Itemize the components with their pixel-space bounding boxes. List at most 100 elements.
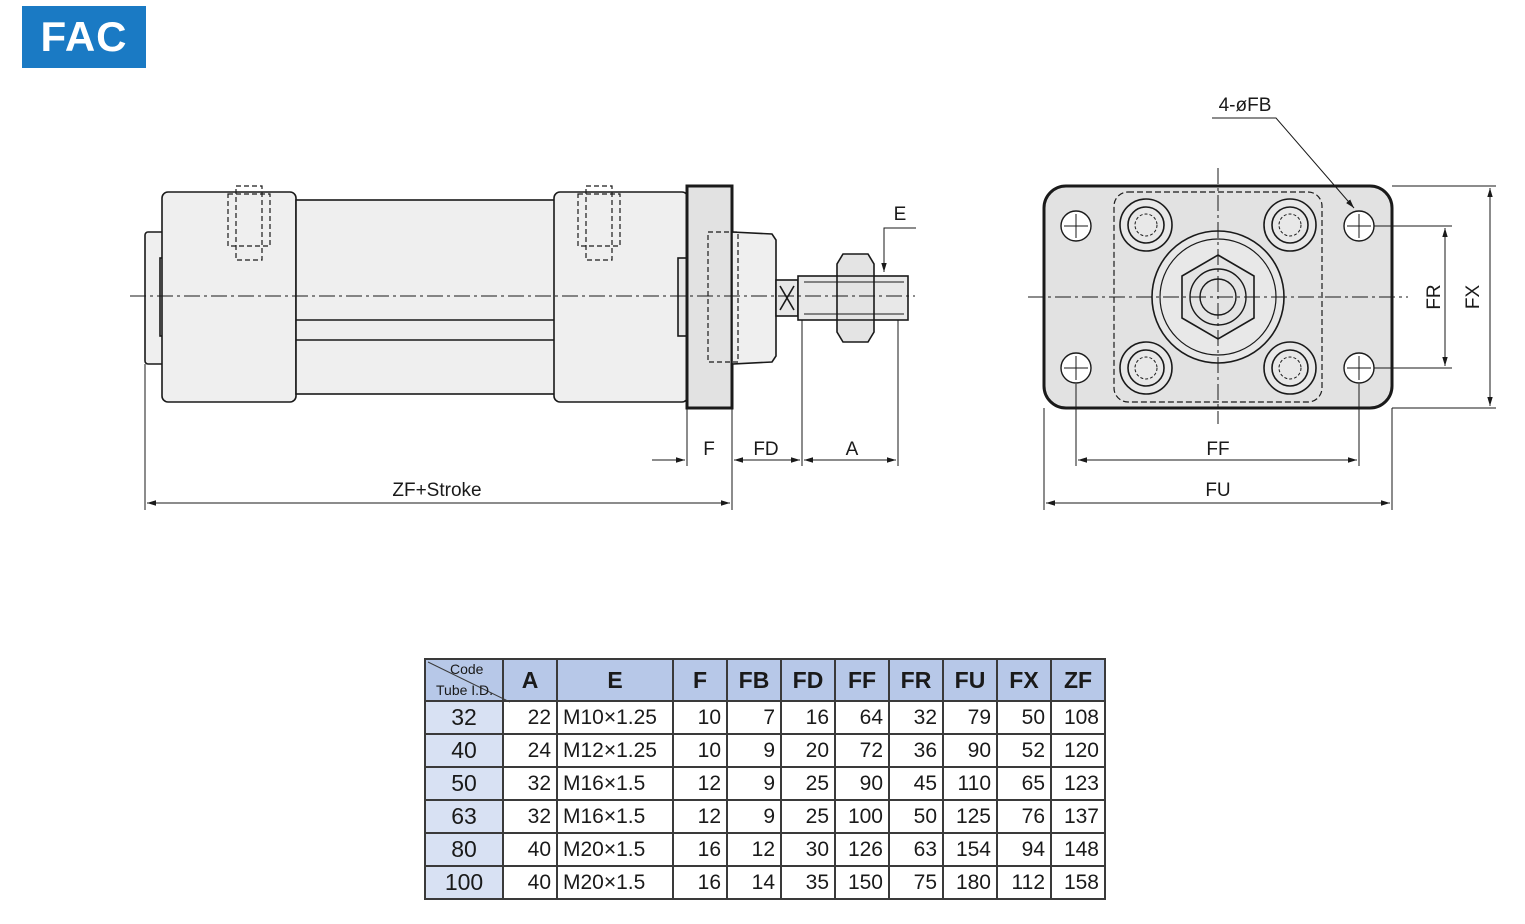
table-cell-zf: 158	[1050, 865, 1106, 900]
table-cell-fd: 20	[780, 733, 836, 768]
col-header-fr: FR	[888, 658, 944, 702]
table-cell-fb: 9	[726, 766, 782, 801]
rod-bushing	[731, 231, 777, 365]
table-cell-zf: 108	[1050, 700, 1106, 735]
table-cell-ff: 90	[834, 766, 890, 801]
table-cell-f: 12	[672, 766, 728, 801]
table-cell-a: 32	[502, 799, 558, 834]
table-cell-fx: 65	[996, 766, 1052, 801]
dim-fd-label: FD	[753, 439, 778, 460]
table-cell-fu: 125	[942, 799, 998, 834]
dim-ff-label: FF	[1206, 439, 1229, 460]
col-header-fu: FU	[942, 658, 998, 702]
table-cell-fr: 32	[888, 700, 944, 735]
dim-a-label: A	[846, 439, 859, 460]
dim-fr-label: FR	[1424, 284, 1445, 309]
table-cell-fb: 12	[726, 832, 782, 867]
table-cell-fb: 9	[726, 799, 782, 834]
tube-id-cell: 100	[424, 865, 504, 900]
tube-id-cell: 50	[424, 766, 504, 801]
col-header-fd: FD	[780, 658, 836, 702]
table-cell-fr: 75	[888, 865, 944, 900]
dim-f-label: F	[703, 439, 715, 460]
tube-id-cell: 63	[424, 799, 504, 834]
dim-e-label: E	[894, 204, 907, 225]
tube-id-cell: 40	[424, 733, 504, 768]
table-cell-ff: 64	[834, 700, 890, 735]
table-cell-fd: 35	[780, 865, 836, 900]
table-cell-zf: 137	[1050, 799, 1106, 834]
table-cell-fx: 76	[996, 799, 1052, 834]
table-cell-a: 40	[502, 865, 558, 900]
table-cell-zf: 120	[1050, 733, 1106, 768]
table-cell-fu: 110	[942, 766, 998, 801]
table-cell-a: 32	[502, 766, 558, 801]
col-header-zf: ZF	[1050, 658, 1106, 702]
table-cell-e: M20×1.5	[556, 865, 674, 900]
table-cell-fu: 79	[942, 700, 998, 735]
table-cell-f: 16	[672, 865, 728, 900]
table-cell-fx: 94	[996, 832, 1052, 867]
dim-fu-label: FU	[1205, 480, 1230, 501]
front-view	[1028, 168, 1408, 424]
tube-id-cell: 80	[424, 832, 504, 867]
table-cell-a: 22	[502, 700, 558, 735]
table-cell-fr: 63	[888, 832, 944, 867]
table-cell-fd: 16	[780, 700, 836, 735]
table-cell-fu: 180	[942, 865, 998, 900]
front-cover	[553, 191, 689, 403]
dimension-table: Code Tube I.D. A E F FB FD FF FR FU FX Z…	[424, 658, 1106, 900]
corner-code: Code	[450, 661, 484, 677]
table-cell-a: 40	[502, 832, 558, 867]
dim-fx-label: FX	[1463, 285, 1484, 310]
table-cell-f: 16	[672, 832, 728, 867]
side-view	[144, 184, 909, 410]
table-cell-fb: 9	[726, 733, 782, 768]
table-cell-fr: 45	[888, 766, 944, 801]
table-cell-fr: 36	[888, 733, 944, 768]
col-header-ff: FF	[834, 658, 890, 702]
table-cell-e: M16×1.5	[556, 799, 674, 834]
table-cell-e: M10×1.25	[556, 700, 674, 735]
col-header-fb: FB	[726, 658, 782, 702]
table-cell-zf: 123	[1050, 766, 1106, 801]
table-cell-fu: 90	[942, 733, 998, 768]
table-cell-fb: 14	[726, 865, 782, 900]
col-header-fx: FX	[996, 658, 1052, 702]
table-cell-fd: 30	[780, 832, 836, 867]
table-cell-fb: 7	[726, 700, 782, 735]
table-cell-fr: 50	[888, 799, 944, 834]
col-header-a: A	[502, 658, 558, 702]
table-cell-fd: 25	[780, 766, 836, 801]
table-cell-f: 10	[672, 700, 728, 735]
table-cell-ff: 126	[834, 832, 890, 867]
tube-id-cell: 32	[424, 700, 504, 735]
table-cell-fd: 25	[780, 799, 836, 834]
rod-nut	[836, 253, 875, 343]
table-cell-fx: 112	[996, 865, 1052, 900]
table-cell-f: 10	[672, 733, 728, 768]
table-cell-ff: 72	[834, 733, 890, 768]
rear-cover	[161, 191, 297, 403]
table-cell-e: M20×1.5	[556, 832, 674, 867]
table-cell-a: 24	[502, 733, 558, 768]
table-cell-ff: 150	[834, 865, 890, 900]
table-cell-fx: 52	[996, 733, 1052, 768]
cylinder-tube	[295, 199, 557, 395]
col-header-f: F	[672, 658, 728, 702]
table-cell-f: 12	[672, 799, 728, 834]
table-corner-header: Code Tube I.D.	[424, 658, 511, 703]
model-badge: FAC	[22, 6, 146, 68]
corner-tube-id: Tube I.D.	[436, 682, 494, 698]
table-cell-e: M16×1.5	[556, 766, 674, 801]
table-cell-zf: 148	[1050, 832, 1106, 867]
table-cell-e: M12×1.25	[556, 733, 674, 768]
dim-zf-label: ZF+Stroke	[392, 480, 481, 501]
